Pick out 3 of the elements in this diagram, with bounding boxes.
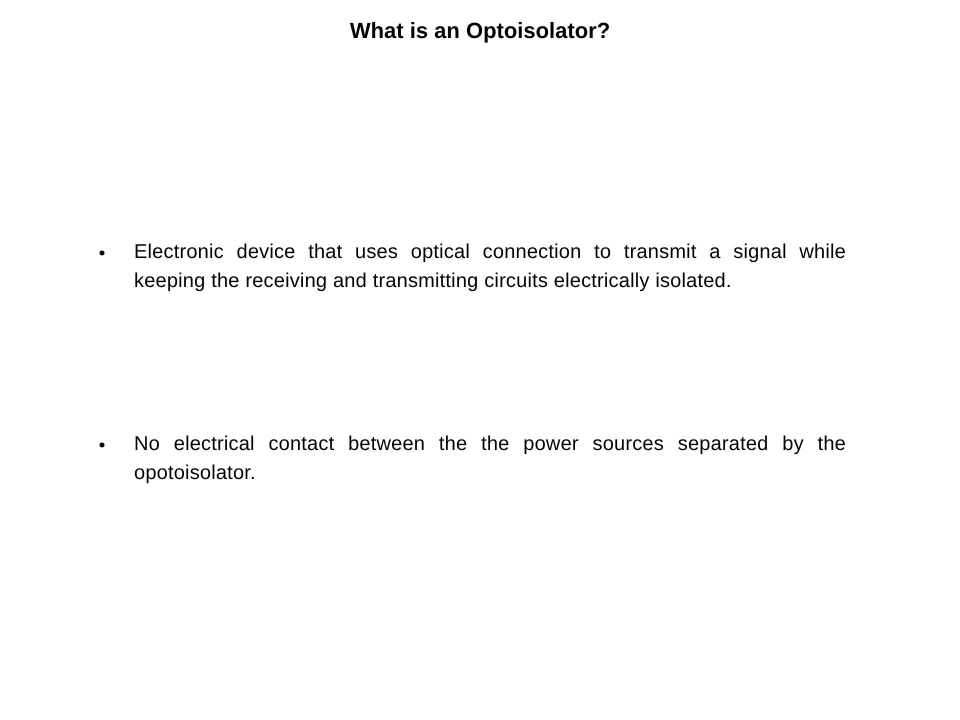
slide-title: What is an Optoisolator? [348, 18, 612, 44]
bullet-text: No electrical contact between the the power sources separated by the opotoisolator. [134, 432, 846, 486]
bullet-text: Electronic device that uses optical connection to transmit a signal while keeping the receiving and transmitting circuits electrically isolated. [134, 240, 846, 294]
